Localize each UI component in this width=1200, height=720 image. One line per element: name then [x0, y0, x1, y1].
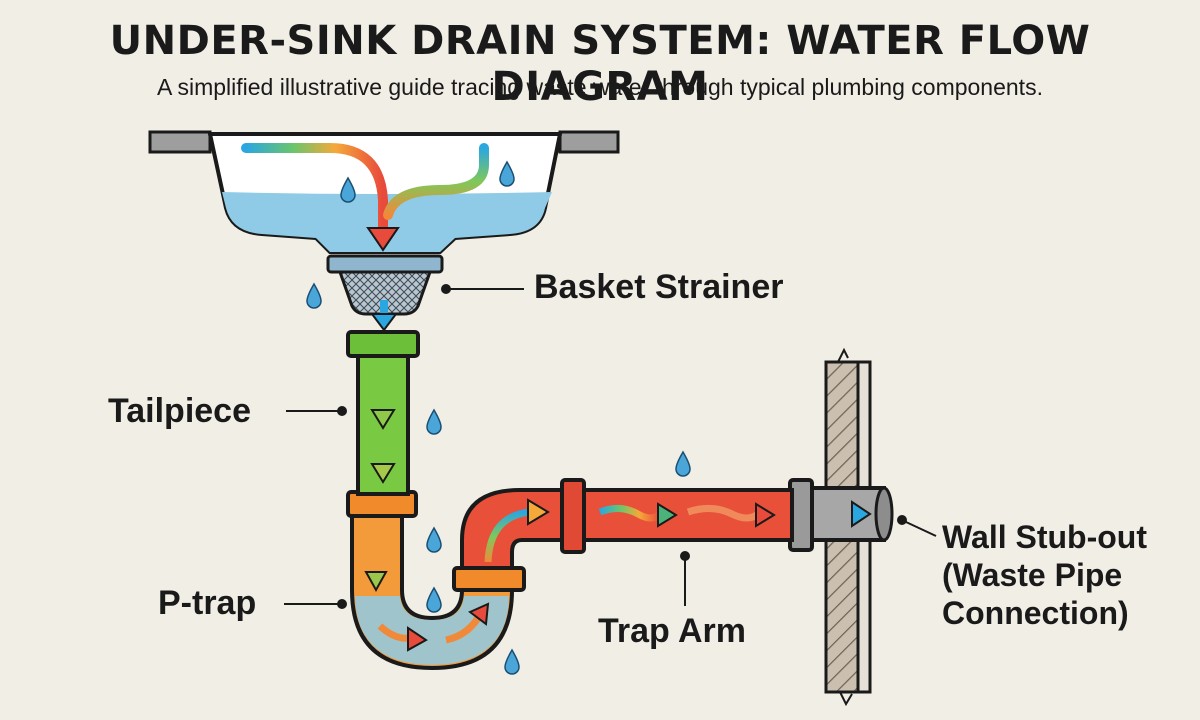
page-subtitle: A simplified illustrative guide tracing … [157, 74, 1043, 100]
p-trap-elbow [460, 478, 586, 584]
label-wall-stub-line2: (Waste Pipe [942, 557, 1123, 593]
label-wall-stub-line1: Wall Stub-out [942, 519, 1147, 555]
water-droplets [306, 160, 691, 675]
droplet-icon [340, 176, 356, 203]
trap-arm-pipe [578, 488, 794, 542]
basket-strainer [326, 254, 444, 332]
label-p-trap: P-trap [158, 584, 257, 622]
label-wall-stub-line3: Connection) [942, 595, 1129, 631]
label-basket-strainer: Basket Strainer [534, 268, 784, 306]
droplet-icon [499, 160, 515, 187]
label-trap-arm: Trap Arm [598, 612, 747, 650]
sink-flow-arrows [241, 143, 489, 252]
page-title: UNDER-SINK DRAIN SYSTEM: WATER FLOW DIAG… [109, 18, 1091, 110]
droplet-icon [675, 450, 691, 477]
label-wall-stub-out: Wall Stub-out (Waste Pipe Connection) [942, 518, 1147, 632]
droplet-icon [306, 282, 322, 309]
label-tailpiece: Tailpiece [108, 392, 251, 430]
droplet-icon [426, 408, 442, 435]
droplet-icon [426, 586, 442, 613]
leader-lines [284, 284, 937, 609]
wall-stub-pipe [788, 478, 894, 552]
tailpiece-pipe [346, 330, 420, 496]
droplet-icon [426, 526, 442, 553]
droplet-icon [504, 648, 520, 675]
